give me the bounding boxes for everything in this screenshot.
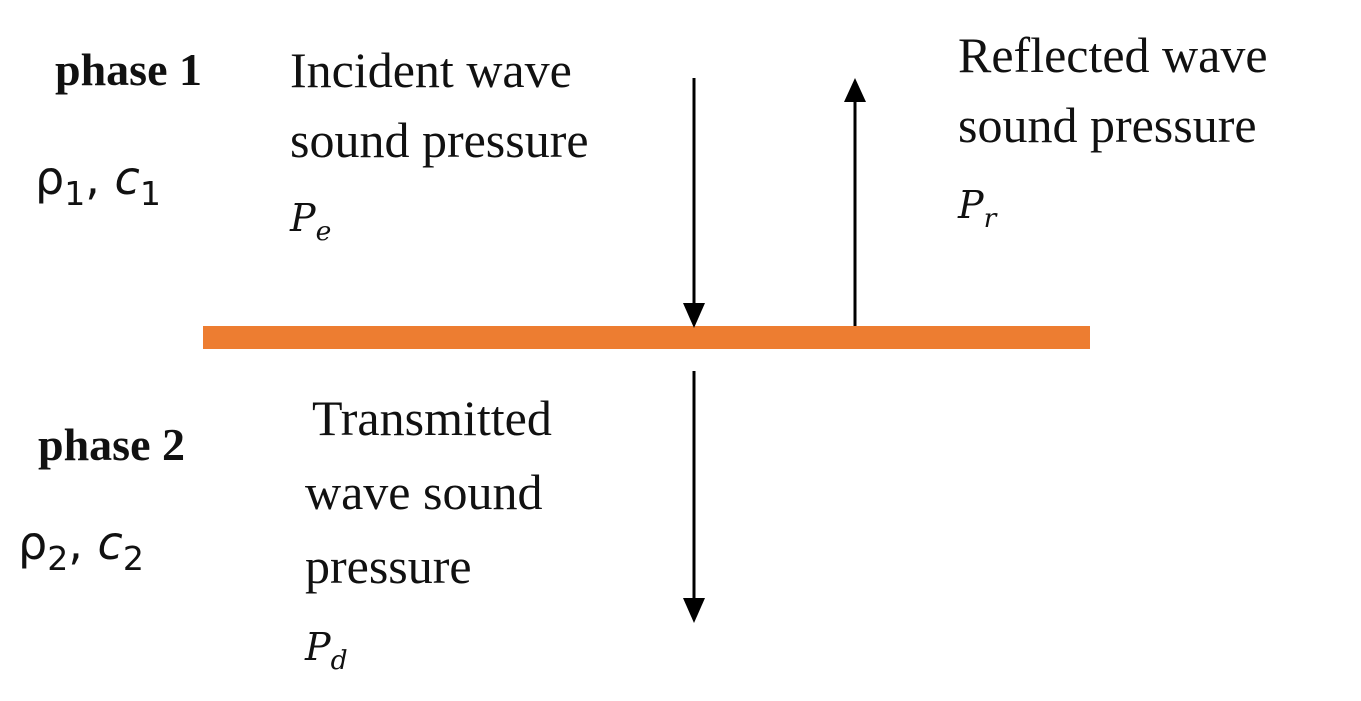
phase1-properties: ρ1, c1 <box>35 148 161 213</box>
transmitted-symbol-sub: d <box>330 644 348 676</box>
phase1-rho-sub: 1 <box>64 173 86 213</box>
phase1-label: phase 1 <box>55 44 202 95</box>
phase2-sep: , <box>68 516 98 570</box>
phase1-sep: , <box>85 151 115 205</box>
incident-line2: sound pressure <box>290 112 589 168</box>
phase1-rho: ρ <box>35 151 65 205</box>
incident-line1: Incident wave <box>290 42 572 98</box>
transmitted-line2: wave sound <box>305 464 543 520</box>
phase2-label: phase 2 <box>38 419 185 470</box>
phase2-rho-sub: 2 <box>47 538 69 578</box>
transmitted-arrow <box>683 371 705 623</box>
incident-symbol-sub: e <box>315 215 332 247</box>
incident-symbol: Pe <box>290 188 331 253</box>
phase2-properties: ρ2, c2 <box>18 513 144 578</box>
incident-symbol-p: P <box>290 196 316 240</box>
interface-boundary <box>203 326 1090 349</box>
transmitted-line1: Transmitted <box>312 390 552 446</box>
phase2-rho: ρ <box>18 516 48 570</box>
transmitted-symbol-p: P <box>305 625 331 669</box>
phase2-c-sub: 2 <box>122 538 144 578</box>
phase1-c-sub: 1 <box>139 173 161 213</box>
phase2-c: c <box>97 516 123 570</box>
reflected-symbol-p: P <box>958 183 984 227</box>
transmitted-line3: pressure <box>305 538 472 594</box>
phase1-c: c <box>114 151 140 205</box>
reflected-arrow <box>844 78 866 326</box>
reflected-line2: sound pressure <box>958 97 1257 153</box>
reflected-line1: Reflected wave <box>958 27 1268 83</box>
reflected-symbol-sub: r <box>983 202 997 234</box>
incident-arrow <box>683 78 705 328</box>
reflected-symbol: Pr <box>958 175 996 240</box>
transmitted-symbol: Pd <box>305 617 348 682</box>
